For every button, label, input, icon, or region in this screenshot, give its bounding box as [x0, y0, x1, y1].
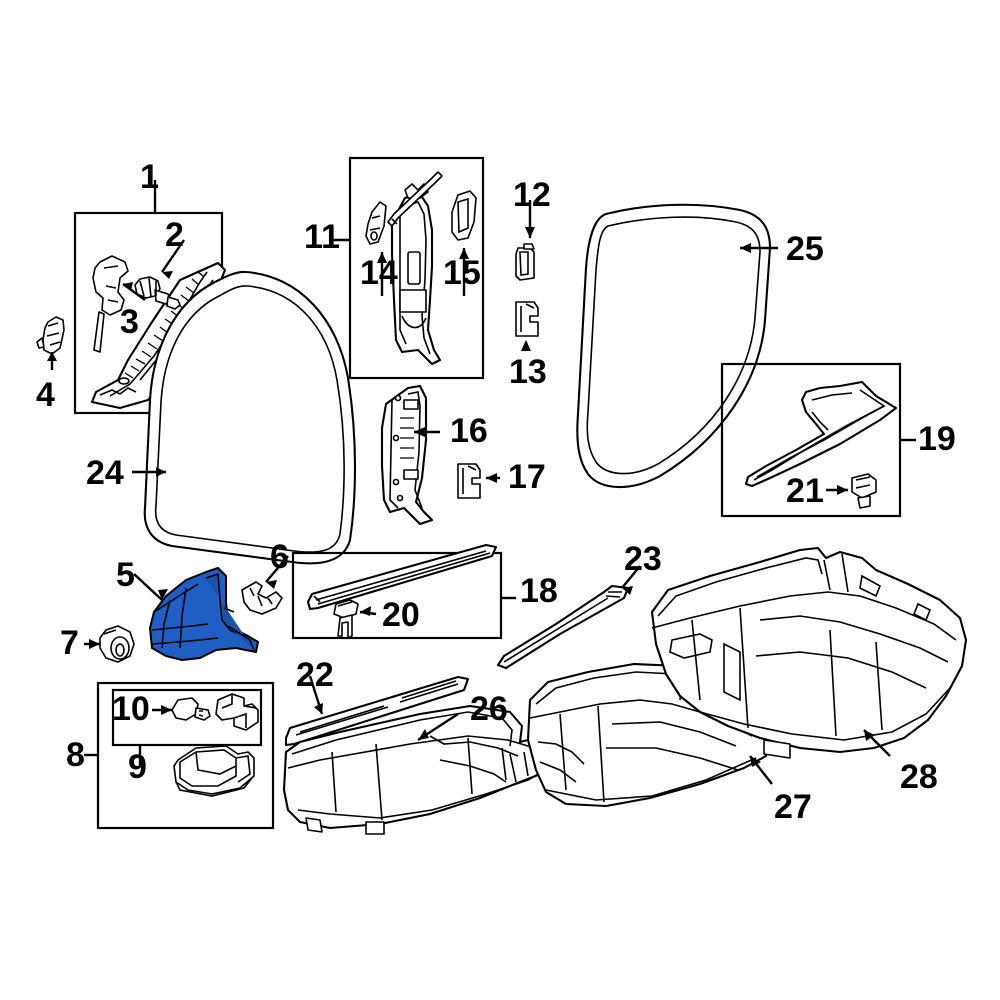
callout-18[interactable]: 18 [520, 572, 558, 610]
callout-11[interactable]: 11 [304, 218, 340, 256]
callout-7[interactable]: 7 [60, 624, 79, 662]
b-pillar-trim-part [365, 171, 477, 366]
callout-12[interactable]: 12 [513, 176, 551, 214]
callout-8[interactable]: 8 [66, 736, 85, 774]
clip-12-part [515, 200, 535, 281]
callout-19[interactable]: 19 [918, 420, 956, 458]
grommet-7-part [84, 625, 135, 663]
cowl-side-trim-panel-part [133, 567, 259, 661]
callout-1[interactable]: 1 [140, 158, 159, 196]
callout-22[interactable]: 22 [296, 656, 334, 694]
a-pillar-clip-part [92, 255, 146, 353]
callout-5[interactable]: 5 [116, 556, 135, 594]
callout-3[interactable]: 3 [120, 303, 139, 341]
callout-9[interactable]: 9 [128, 748, 147, 786]
socket-10-part [215, 693, 259, 731]
clip-6-part [241, 555, 289, 615]
callout-13[interactable]: 13 [509, 353, 547, 391]
group-box-19 [720, 362, 916, 518]
callout-25[interactable]: 25 [786, 230, 824, 268]
rear-sill-plate-part [284, 675, 470, 747]
callout-26[interactable]: 26 [470, 690, 508, 728]
rear-quarter-trim-part [744, 380, 898, 509]
front-door-weatherstrip-part [132, 270, 357, 565]
rear-door-weatherstrip-part [576, 203, 778, 489]
group-box-11 [333, 156, 485, 380]
clip-20-part [333, 599, 377, 639]
retainer-clip-4-part [36, 316, 65, 370]
callout-4[interactable]: 4 [36, 376, 55, 414]
callout-14[interactable]: 14 [360, 254, 398, 292]
kick-panel-9-part [173, 745, 255, 797]
bulb-10-part [152, 697, 211, 721]
group-box-18 [291, 551, 516, 640]
callout-23[interactable]: 23 [624, 540, 662, 578]
trim-strip-23-part [496, 565, 641, 670]
a-pillar-bolt-part [134, 239, 185, 310]
callout-27[interactable]: 27 [774, 788, 812, 826]
callout-15[interactable]: 15 [443, 254, 481, 292]
callout-10[interactable]: 10 [112, 690, 150, 728]
clip-13-part [515, 301, 539, 351]
b-pillar-lower-trim-part [380, 384, 440, 526]
rear-floor-carpet-part [650, 546, 968, 759]
callout-17[interactable]: 17 [508, 458, 546, 496]
door-sill-plate-part [306, 543, 498, 611]
group-box-8 [84, 681, 275, 830]
callout-21[interactable]: 21 [786, 472, 824, 510]
front-floor-carpet-part [282, 704, 562, 835]
callout-2[interactable]: 2 [165, 216, 184, 254]
callout-28[interactable]: 28 [900, 758, 938, 796]
callout-16[interactable]: 16 [450, 412, 488, 450]
callout-20[interactable]: 20 [382, 596, 420, 634]
callout-24[interactable]: 24 [86, 454, 124, 492]
callout-6[interactable]: 6 [270, 538, 289, 576]
group-box-9 [111, 688, 263, 766]
clip-17-part [457, 463, 500, 499]
